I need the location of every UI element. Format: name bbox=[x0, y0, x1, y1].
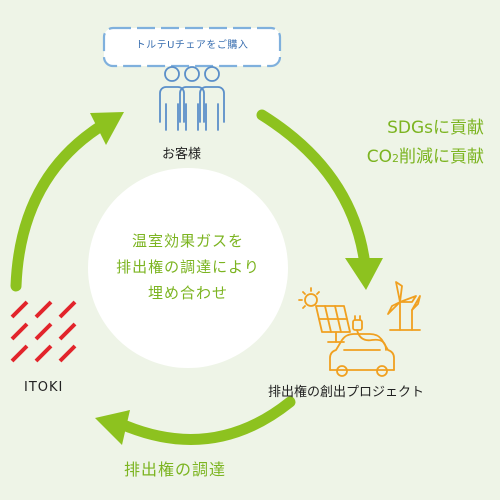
co2-prefix: CO bbox=[366, 147, 392, 167]
electric-car-icon bbox=[329, 333, 395, 377]
procure-label: 排出権の調達 bbox=[124, 460, 227, 479]
center-circle bbox=[88, 168, 288, 368]
person-icon bbox=[159, 66, 185, 131]
wind-turbine-icon bbox=[387, 281, 421, 331]
project-icons bbox=[298, 281, 421, 377]
sun-icon bbox=[298, 287, 320, 309]
co2-subscript: 2 bbox=[392, 152, 399, 165]
arrow-customer-to-project bbox=[256, 109, 370, 264]
arrow-project-to-itoki bbox=[120, 396, 296, 445]
person-icon bbox=[199, 66, 225, 131]
center-line-3: 埋め合わせ bbox=[147, 284, 228, 302]
co2-label: CO2削減に貢献 bbox=[310, 142, 484, 167]
purchase-bubble-text: トルテUチェアをご購入 bbox=[135, 40, 249, 51]
arrowhead-icon bbox=[95, 410, 130, 445]
center-line-1: 温室効果ガスを bbox=[131, 232, 244, 250]
arrowhead-icon bbox=[90, 112, 124, 145]
customer-label: お客様 bbox=[162, 147, 202, 162]
ev-plug-icon bbox=[352, 315, 387, 351]
arrow-itoki-to-customer bbox=[10, 122, 104, 292]
purchase-bubble bbox=[102, 26, 282, 68]
center-line-2: 排出権の調達により bbox=[116, 258, 260, 276]
customers-icon bbox=[159, 66, 225, 131]
itoki-logo-icon bbox=[10, 300, 77, 363]
co2-suffix: 削減に貢献 bbox=[399, 147, 484, 167]
person-icon bbox=[179, 66, 205, 131]
center-message: 温室効果ガスを 排出権の調達により 埋め合わせ bbox=[88, 228, 288, 306]
sdgs-label: SDGsに貢献 bbox=[387, 118, 484, 138]
project-label: 排出権の創出プロジェクト bbox=[268, 385, 425, 400]
solar-panel-icon bbox=[315, 305, 351, 343]
itoki-label: ITOKI bbox=[24, 380, 64, 395]
arrowhead-icon bbox=[345, 258, 383, 290]
